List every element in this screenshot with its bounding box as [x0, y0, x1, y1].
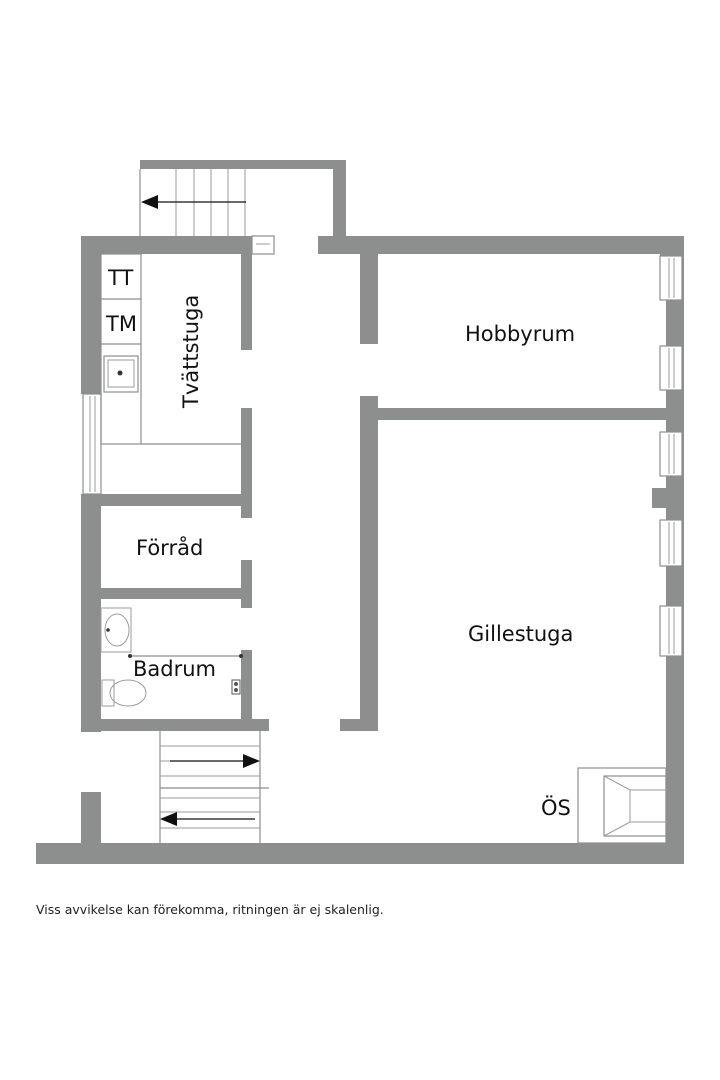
window: [659, 605, 683, 657]
interior-walls: [81, 250, 666, 731]
window: [251, 235, 275, 255]
windows: [82, 235, 683, 657]
room-label-forrad: Förråd: [136, 535, 203, 560]
sink-icon: [103, 355, 139, 393]
window: [659, 255, 683, 301]
bathroom-fixtures: [100, 607, 243, 707]
disclaimer-text: Viss avvikelse kan förekomma, ritningen …: [36, 902, 384, 917]
toilet-icon: [101, 679, 115, 707]
arrow-right-icon: [243, 754, 260, 768]
window: [659, 431, 683, 477]
arrow-left-icon: [160, 812, 177, 826]
room-label-tm: TM: [105, 312, 137, 336]
window: [82, 393, 102, 495]
room-label-tvattstuga: Tvättstuga: [179, 295, 203, 409]
window: [659, 519, 683, 567]
fireplace: [577, 767, 667, 844]
window: [659, 345, 683, 391]
room-label-badrum: Badrum: [133, 657, 216, 681]
laundry-fixtures: [100, 253, 241, 445]
arrow-left-icon: [141, 195, 158, 209]
room-label-hobbyrum: Hobbyrum: [465, 322, 575, 346]
top-staircase: [139, 169, 246, 236]
outer-walls: [36, 160, 684, 864]
room-label-tt: TT: [107, 266, 133, 290]
bottom-staircase: [159, 731, 269, 843]
room-label-gillestuga: Gillestuga: [468, 622, 573, 646]
shower-tap-icon: [231, 679, 241, 695]
washbasin-icon: [104, 613, 130, 647]
room-label-os: ÖS: [541, 795, 571, 820]
